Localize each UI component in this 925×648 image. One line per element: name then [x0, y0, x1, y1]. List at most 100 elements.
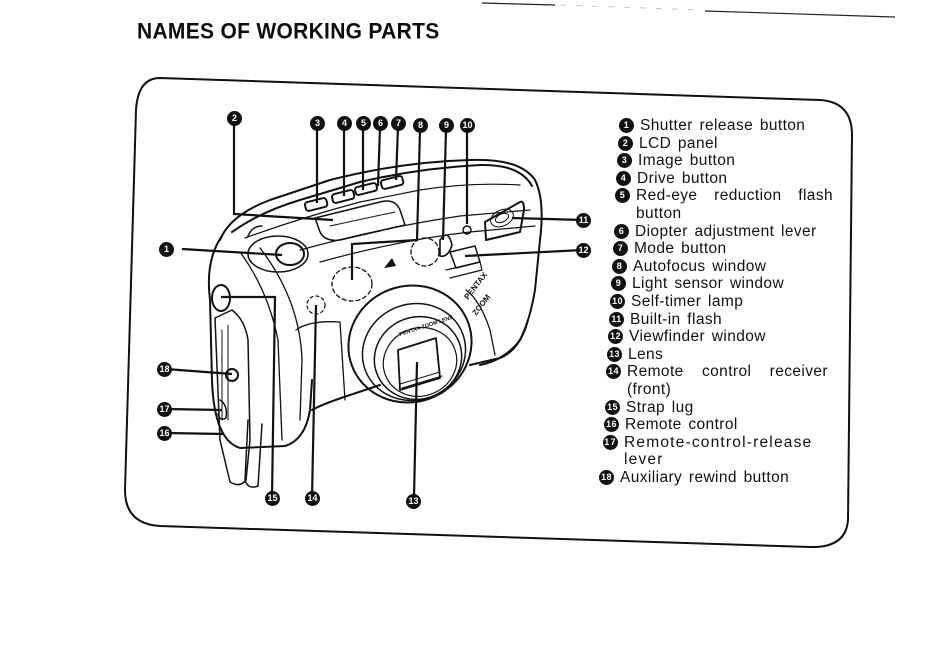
legend-number-badge: 7	[613, 241, 628, 257]
leader-7	[394, 126, 400, 181]
callout-11: 11	[576, 213, 591, 228]
callout-7: 7	[391, 116, 406, 131]
callout-10: 10	[460, 118, 475, 133]
legend-label: Shutter release button	[640, 117, 806, 134]
legend-label: Remote control	[625, 416, 738, 434]
legend-item: 6 Diopter adjustment lever	[614, 223, 846, 241]
legend-item: 9 Light sensor window	[611, 275, 846, 293]
legend-label: Self-timer lamp	[631, 292, 744, 310]
legend-item: 1 Shutter release button	[619, 117, 846, 135]
legend-label: Diopter adjustment lever	[635, 222, 817, 240]
legend-label: Drive button	[637, 169, 728, 187]
callout-5: 5	[356, 116, 371, 131]
legend-label: Image button	[638, 152, 736, 170]
callout-12: 12	[576, 243, 591, 258]
legend-number-badge: 18	[599, 469, 614, 485]
legend-number-badge: 9	[611, 276, 626, 292]
legend-number-badge: 13	[607, 346, 622, 362]
legend-item: 15 Strap lug	[605, 399, 846, 417]
callout-3: 3	[310, 116, 325, 131]
callout-13: 13	[406, 494, 421, 509]
legend-item: 5 Red-eye reduction flash button	[615, 187, 833, 222]
callout-16: 16	[157, 426, 172, 441]
legend-item: 18 Auxiliary rewind button	[599, 469, 846, 487]
page-title: NAMES OF WORKING PARTS	[137, 19, 440, 44]
legend-label: Viewfinder window	[629, 328, 766, 346]
flash-window-shape	[484, 200, 525, 241]
callout-8: 8	[413, 118, 428, 133]
release-lever-shape	[217, 399, 228, 421]
drive-button-shape	[330, 189, 356, 204]
legend-label: Autofocus window	[633, 257, 767, 275]
legend-number-badge: 17	[603, 434, 618, 450]
leader-12	[464, 248, 584, 258]
parts-legend: 1 Shutter release button 2 LCD panel 3 I…	[596, 117, 846, 486]
leader-6	[376, 126, 382, 187]
legend-label: LCD panel	[639, 134, 718, 152]
legend-item: 3 Image button	[617, 152, 846, 170]
leader-9	[441, 129, 448, 241]
redeye-button-shape	[353, 182, 379, 196]
callout-17: 17	[157, 402, 172, 417]
legend-label: Auxiliary rewind button	[620, 468, 790, 486]
legend-number-badge: 10	[610, 293, 625, 309]
legend-item: 8 Autofocus window	[612, 258, 846, 276]
lcd-panel-shape	[314, 200, 406, 242]
legend-item: 13 Lens	[607, 346, 846, 364]
callout-2: 2	[227, 111, 242, 126]
legend-label: Built-in flash	[630, 310, 723, 328]
legend-item: 2 LCD panel	[618, 135, 846, 153]
legend-item: 10 Self-timer lamp	[610, 293, 846, 311]
callout-4: 4	[337, 116, 352, 131]
legend-item: 17 Remote-control-release lever	[603, 434, 818, 469]
self-timer-lamp-shape	[462, 225, 472, 235]
image-button-shape	[303, 197, 329, 212]
callout-14: 14	[305, 491, 320, 506]
legend-item: 11 Built-in flash	[609, 311, 846, 329]
leader-18	[165, 367, 233, 376]
legend-item: 4 Drive button	[616, 170, 846, 188]
legend-item: 12 Viewfinder window	[608, 328, 846, 346]
callout-9: 9	[439, 118, 454, 133]
leader-8	[350, 129, 422, 280]
leader-16	[165, 431, 225, 436]
legend-number-badge: 6	[614, 223, 629, 239]
leader-1	[181, 247, 283, 257]
legend-number-badge: 15	[605, 399, 620, 415]
remote-control-shape	[214, 309, 251, 486]
legend-number-badge: 3	[617, 153, 632, 169]
legend-label: Light sensor window	[632, 275, 785, 293]
light-sensor-window-shape	[410, 237, 440, 267]
legend-label: Remote-control-release lever	[624, 433, 813, 469]
legend-number-badge: 11	[609, 311, 624, 327]
leader-13	[412, 361, 419, 498]
leader-11	[511, 216, 584, 222]
legend-number-badge: 14	[606, 364, 621, 380]
callout-6: 6	[373, 116, 388, 131]
legend-label: Remote control receiver (front)	[627, 363, 828, 398]
leader-14	[310, 304, 318, 498]
leader-17	[165, 407, 223, 412]
legend-item: 7 Mode button	[613, 240, 846, 258]
legend-number-badge: 5	[615, 188, 630, 204]
legend-number-badge: 16	[604, 417, 619, 433]
callout-1: 1	[159, 242, 174, 257]
lens-glass-shape	[397, 337, 441, 391]
strap-shape	[244, 419, 263, 488]
legend-number-badge: 12	[608, 329, 623, 345]
legend-number-badge: 2	[618, 135, 633, 151]
legend-number-badge: 1	[619, 118, 634, 133]
legend-label: Mode button	[634, 240, 727, 258]
legend-item: 16 Remote control	[604, 416, 846, 434]
legend-label: Strap lug	[626, 398, 694, 416]
leader-15	[221, 295, 277, 498]
legend-label: Red-eye reduction flash button	[636, 187, 833, 222]
callout-15: 15	[265, 491, 280, 506]
legend-number-badge: 4	[616, 170, 631, 186]
legend-label: Lens	[628, 345, 664, 363]
leader-2	[232, 122, 334, 222]
mode-button-shape	[379, 175, 405, 190]
